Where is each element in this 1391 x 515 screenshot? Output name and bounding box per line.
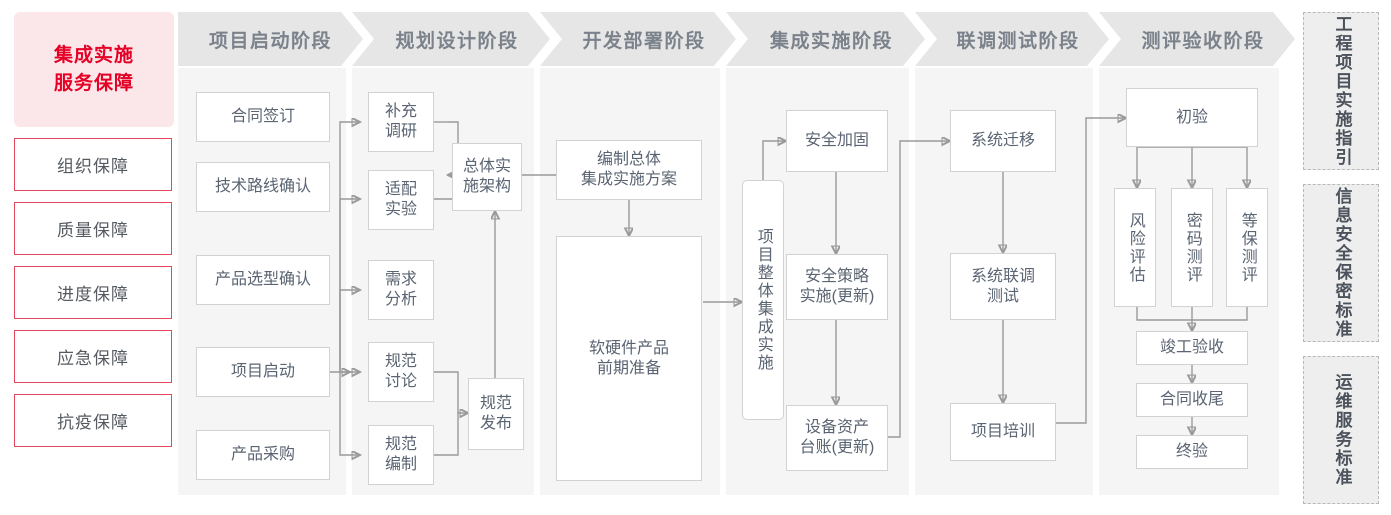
node-contract-signing[interactable]: 合同签订 xyxy=(196,92,330,142)
node-product-procurement[interactable]: 产品采购 xyxy=(196,430,330,480)
standards-label-engineering-guideline: 工程项目实施指引 xyxy=(1332,15,1352,167)
node-hw-sw-preparation[interactable]: 软硬件产品 前期准备 xyxy=(556,236,702,481)
node-tech-route-confirm[interactable]: 技术路线确认 xyxy=(196,162,330,212)
node-spec-release[interactable]: 规范 发布 xyxy=(468,378,524,450)
standards-item-infosec-standard[interactable]: 信息安全保密标准 xyxy=(1303,184,1379,342)
standards-label-infosec-standard: 信息安全保密标准 xyxy=(1332,187,1352,339)
node-spec-drafting[interactable]: 规范 编制 xyxy=(368,425,434,485)
node-overall-impl-architecture[interactable]: 总体实 施架构 xyxy=(452,143,522,211)
phase-header-5[interactable]: 联调测试阶段 xyxy=(915,12,1109,66)
node-contract-closeout[interactable]: 合同收尾 xyxy=(1136,383,1248,417)
guarantee-title-line2: 服务保障 xyxy=(53,72,134,94)
node-preliminary-acceptance[interactable]: 初验 xyxy=(1126,88,1258,147)
phase-header-4[interactable]: 集成实施阶段 xyxy=(726,12,925,66)
phase-header-1[interactable]: 项目启动阶段 xyxy=(178,12,363,66)
node-overall-project-integration[interactable]: 项目整体集成实施 xyxy=(742,180,784,420)
node-system-joint-debug-test[interactable]: 系统联调 测试 xyxy=(950,253,1056,320)
node-system-migration[interactable]: 系统迁移 xyxy=(950,110,1056,172)
node-product-selection-confirm[interactable]: 产品选型确认 xyxy=(196,255,330,305)
guarantee-title: 集成实施 服务保障 xyxy=(14,12,174,127)
guarantee-item-schedule[interactable]: 进度保障 xyxy=(14,266,172,319)
node-security-policy-implementation[interactable]: 安全策略 实施(更新) xyxy=(786,254,888,320)
node-final-acceptance[interactable]: 终验 xyxy=(1136,435,1248,469)
node-adaptation-experiment[interactable]: 适配 实验 xyxy=(368,170,434,230)
standards-item-om-service-standard[interactable]: 运维服务标准 xyxy=(1303,356,1379,504)
node-risk-assessment[interactable]: 风险评估 xyxy=(1114,188,1156,307)
node-project-kickoff[interactable]: 项目启动 xyxy=(196,347,330,397)
node-supplementary-research[interactable]: 补充 调研 xyxy=(368,92,434,152)
guarantee-item-quality[interactable]: 质量保障 xyxy=(14,202,172,255)
guarantee-title-line1: 集成实施 xyxy=(53,44,134,66)
guarantee-item-epidemic[interactable]: 抗疫保障 xyxy=(14,394,172,447)
phase-header-2[interactable]: 规划设计阶段 xyxy=(352,12,550,66)
guarantee-item-organization[interactable]: 组织保障 xyxy=(14,138,172,191)
node-project-training[interactable]: 项目培训 xyxy=(950,403,1056,461)
guarantee-item-emergency[interactable]: 应急保障 xyxy=(14,330,172,383)
node-mlps-evaluation[interactable]: 等保测评 xyxy=(1226,188,1268,307)
standards-item-engineering-guideline[interactable]: 工程项目实施指引 xyxy=(1303,12,1379,170)
node-requirement-analysis[interactable]: 需求 分析 xyxy=(368,260,434,320)
node-equipment-asset-ledger[interactable]: 设备资产 台账(更新) xyxy=(786,405,888,471)
node-security-hardening[interactable]: 安全加固 xyxy=(786,110,888,172)
standards-label-om-service-standard: 运维服务标准 xyxy=(1332,373,1352,487)
node-spec-discussion[interactable]: 规范 讨论 xyxy=(368,342,434,402)
guarantee-sidebar: 集成实施 服务保障 组织保障 质量保障 进度保障 应急保障 抗疫保障 xyxy=(14,12,174,447)
phase-header-6[interactable]: 测评验收阶段 xyxy=(1099,12,1295,66)
phase-header-3[interactable]: 开发部署阶段 xyxy=(540,12,736,66)
node-draft-overall-integration-plan[interactable]: 编制总体 集成实施方案 xyxy=(556,140,702,200)
node-cryptography-evaluation[interactable]: 密码测评 xyxy=(1171,188,1213,307)
node-completion-acceptance[interactable]: 竣工验收 xyxy=(1136,331,1248,365)
